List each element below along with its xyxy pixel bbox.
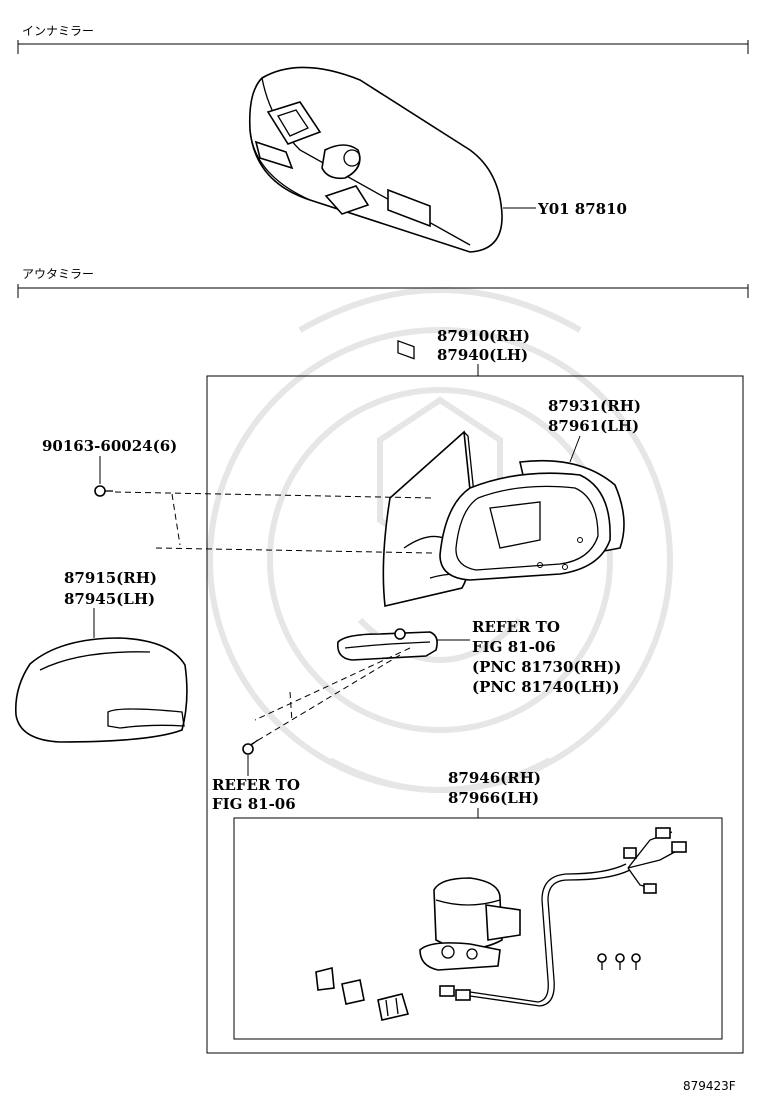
mirror-motor-part[interactable] [419,877,521,971]
inner-mirror-part[interactable]: Y01 87810 [248,66,627,360]
section-header-inner-mirror: インナミラー [17,24,749,54]
refer-label-line1[interactable]: REFER TO [472,618,560,636]
mirror-cover-part[interactable] [14,637,188,743]
wire-harness-part[interactable] [439,827,687,1007]
refer-label-line2[interactable]: FIG 81-06 [472,638,556,656]
motor-assy-frame [233,817,723,1040]
refer-label-line4[interactable]: (PNC 81740(LH)) [472,678,619,696]
section-title-outer-mirror: アウタミラー [22,267,94,281]
section-title-inner-mirror: インナミラー [22,24,94,38]
part-label-cover-lh[interactable]: 87945(LH) [64,590,155,608]
part-label-cover-rh[interactable]: 87915(RH) [64,569,157,587]
figure-id: 879423F [683,1079,736,1093]
part-label-motor-lh[interactable]: 87966(LH) [448,789,539,807]
screw-part[interactable] [94,485,113,497]
part-label-screw[interactable]: 90163-60024(6) [42,437,177,455]
part-label-mirror-assy-lh[interactable]: 87940(LH) [437,346,528,364]
lower-screw-part[interactable] [242,739,259,776]
mirror-glass-part[interactable] [439,459,625,581]
part-label-motor-rh[interactable]: 87946(RH) [448,769,541,787]
motor-screws-part[interactable] [597,953,641,970]
refer2-label-line1[interactable]: REFER TO [212,776,300,794]
mirror-base-cap-part[interactable] [336,628,438,661]
section-header-outer-mirror: アウタミラー [17,267,749,298]
part-label-mirror-glass-lh[interactable]: 87961(LH) [548,417,639,435]
refer-label-line3[interactable]: (PNC 81730(RH)) [472,658,621,676]
part-label-mirror-glass-rh[interactable]: 87931(RH) [548,397,641,415]
refer2-label-line2[interactable]: FIG 81-06 [212,795,296,813]
part-label-mirror-assy-rh[interactable]: 87910(RH) [437,327,530,345]
mirror-assy-frame [206,375,744,1054]
connector-parts[interactable] [315,966,410,1021]
part-label-inner-mirror[interactable]: Y01 87810 [537,200,627,218]
